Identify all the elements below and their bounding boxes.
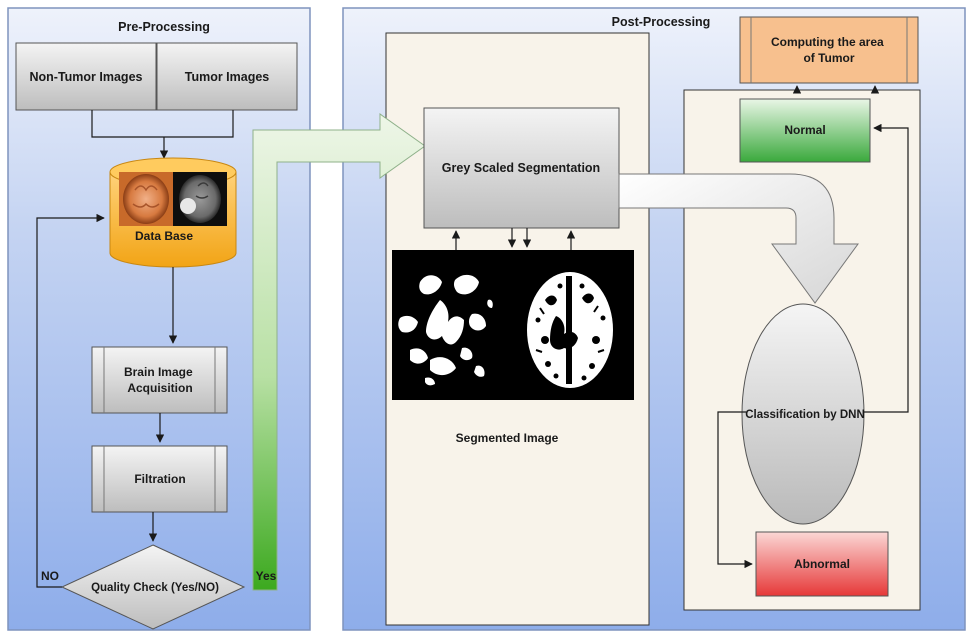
tumor-images-box	[156, 42, 298, 111]
classification-to-abnormal-connector	[717, 411, 753, 569]
filtration-label: Filtration	[134, 472, 185, 486]
non-tumor-images-box	[15, 42, 157, 111]
merge-connector	[91, 110, 234, 158]
mri-thumbnail-grey	[173, 172, 227, 226]
normal-label: Normal	[784, 123, 825, 137]
brain-image-acquisition-box	[91, 346, 228, 414]
normal-box	[739, 98, 871, 163]
no-label: NO	[41, 569, 59, 583]
yes-big-arrow	[252, 113, 426, 591]
quality-check-diamond	[60, 544, 246, 630]
brain-image-acquisition-label: Brain Image Acquisition	[124, 365, 196, 395]
segmented-brain-image	[392, 250, 634, 400]
quality-check-label: Quality Check (Yes/NO)	[91, 582, 219, 594]
yes-label: Yes	[256, 569, 277, 583]
abnormal-box	[755, 531, 889, 597]
data-base-label: Data Base	[135, 229, 193, 243]
classification-label: Classification by DNN	[745, 409, 865, 421]
no-loop-connector	[36, 213, 105, 588]
computing-area-label: Computing the area of Tumor	[771, 35, 887, 65]
abnormal-label: Abnormal	[794, 557, 850, 571]
computing-area-box	[739, 16, 919, 84]
segmentation-to-classification-arrow	[618, 173, 859, 304]
classification-to-normal-connector	[864, 123, 909, 413]
mri-thumbnail-color	[119, 172, 173, 226]
filtration-box	[91, 445, 228, 513]
grey-scaled-segmentation-label: Grey Scaled Segmentation	[442, 161, 600, 175]
segmented-image-label: Segmented Image	[456, 431, 559, 445]
non-tumor-images-label: Non-Tumor Images	[30, 70, 143, 84]
grey-scaled-segmentation-box	[423, 107, 620, 229]
post-processing-title: Post-Processing	[612, 15, 711, 29]
pre-processing-title: Pre-Processing	[118, 20, 210, 34]
tumor-images-label: Tumor Images	[185, 70, 270, 84]
classification-ellipse	[741, 303, 865, 525]
